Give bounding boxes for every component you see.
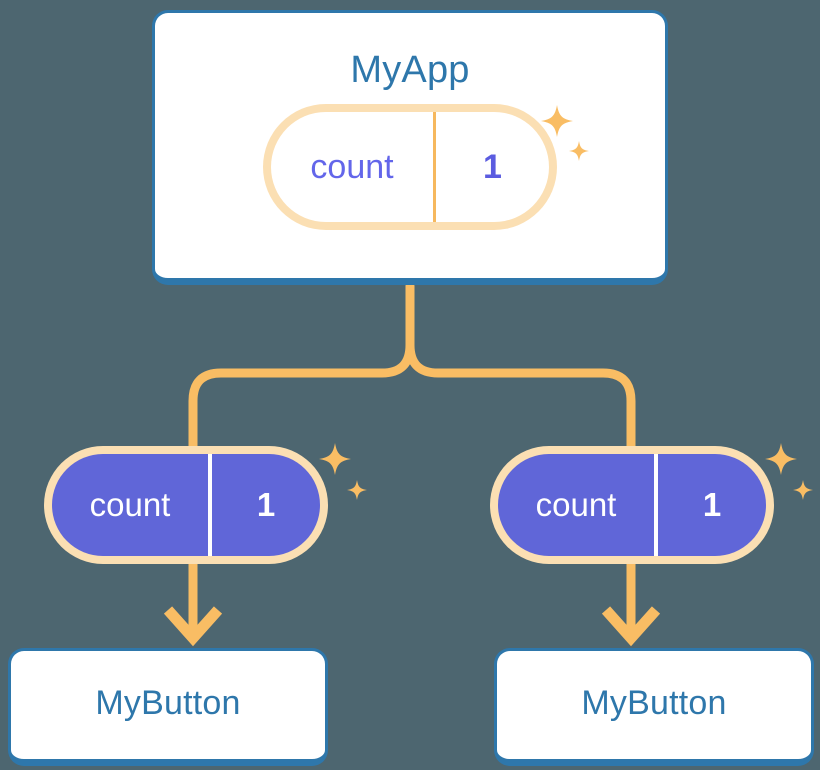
state-pill-mybutton-right[interactable]: count 1 bbox=[498, 443, 813, 556]
component-card-label: MyButton bbox=[95, 684, 241, 722]
state-pill-body[interactable]: count 1 bbox=[52, 454, 320, 556]
sparkle-icon-small bbox=[792, 479, 814, 501]
state-pill-mybutton-left[interactable]: count 1 bbox=[52, 443, 367, 556]
page-title: MyApp bbox=[350, 49, 470, 91]
branch-connector-icon-left bbox=[188, 340, 415, 457]
sparkle-icon-large bbox=[764, 442, 798, 476]
state-pill-body[interactable]: count 1 bbox=[271, 112, 549, 222]
component-card-mybutton-right[interactable]: MyButton bbox=[494, 648, 814, 766]
state-pill-body[interactable]: count 1 bbox=[498, 454, 766, 556]
branch-connector-icon-right bbox=[405, 340, 636, 457]
state-pill-value: 1 bbox=[483, 147, 502, 186]
state-pill-key: count bbox=[52, 454, 212, 556]
state-pill-myapp[interactable]: count 1 bbox=[271, 105, 589, 222]
state-pill-value: 1 bbox=[702, 486, 722, 523]
sparkle-icon-large bbox=[318, 442, 352, 476]
arrow-down-icon-right bbox=[601, 558, 661, 647]
arrow-down-icon-left bbox=[163, 558, 223, 647]
state-pill-key: count bbox=[271, 112, 436, 222]
component-card-mybutton-left[interactable]: MyButton bbox=[8, 648, 328, 766]
state-pill-value: 1 bbox=[256, 486, 276, 523]
sparkle-icon-small bbox=[346, 479, 368, 501]
component-card-label: MyButton bbox=[581, 684, 727, 722]
state-pill-key: count bbox=[498, 454, 658, 556]
